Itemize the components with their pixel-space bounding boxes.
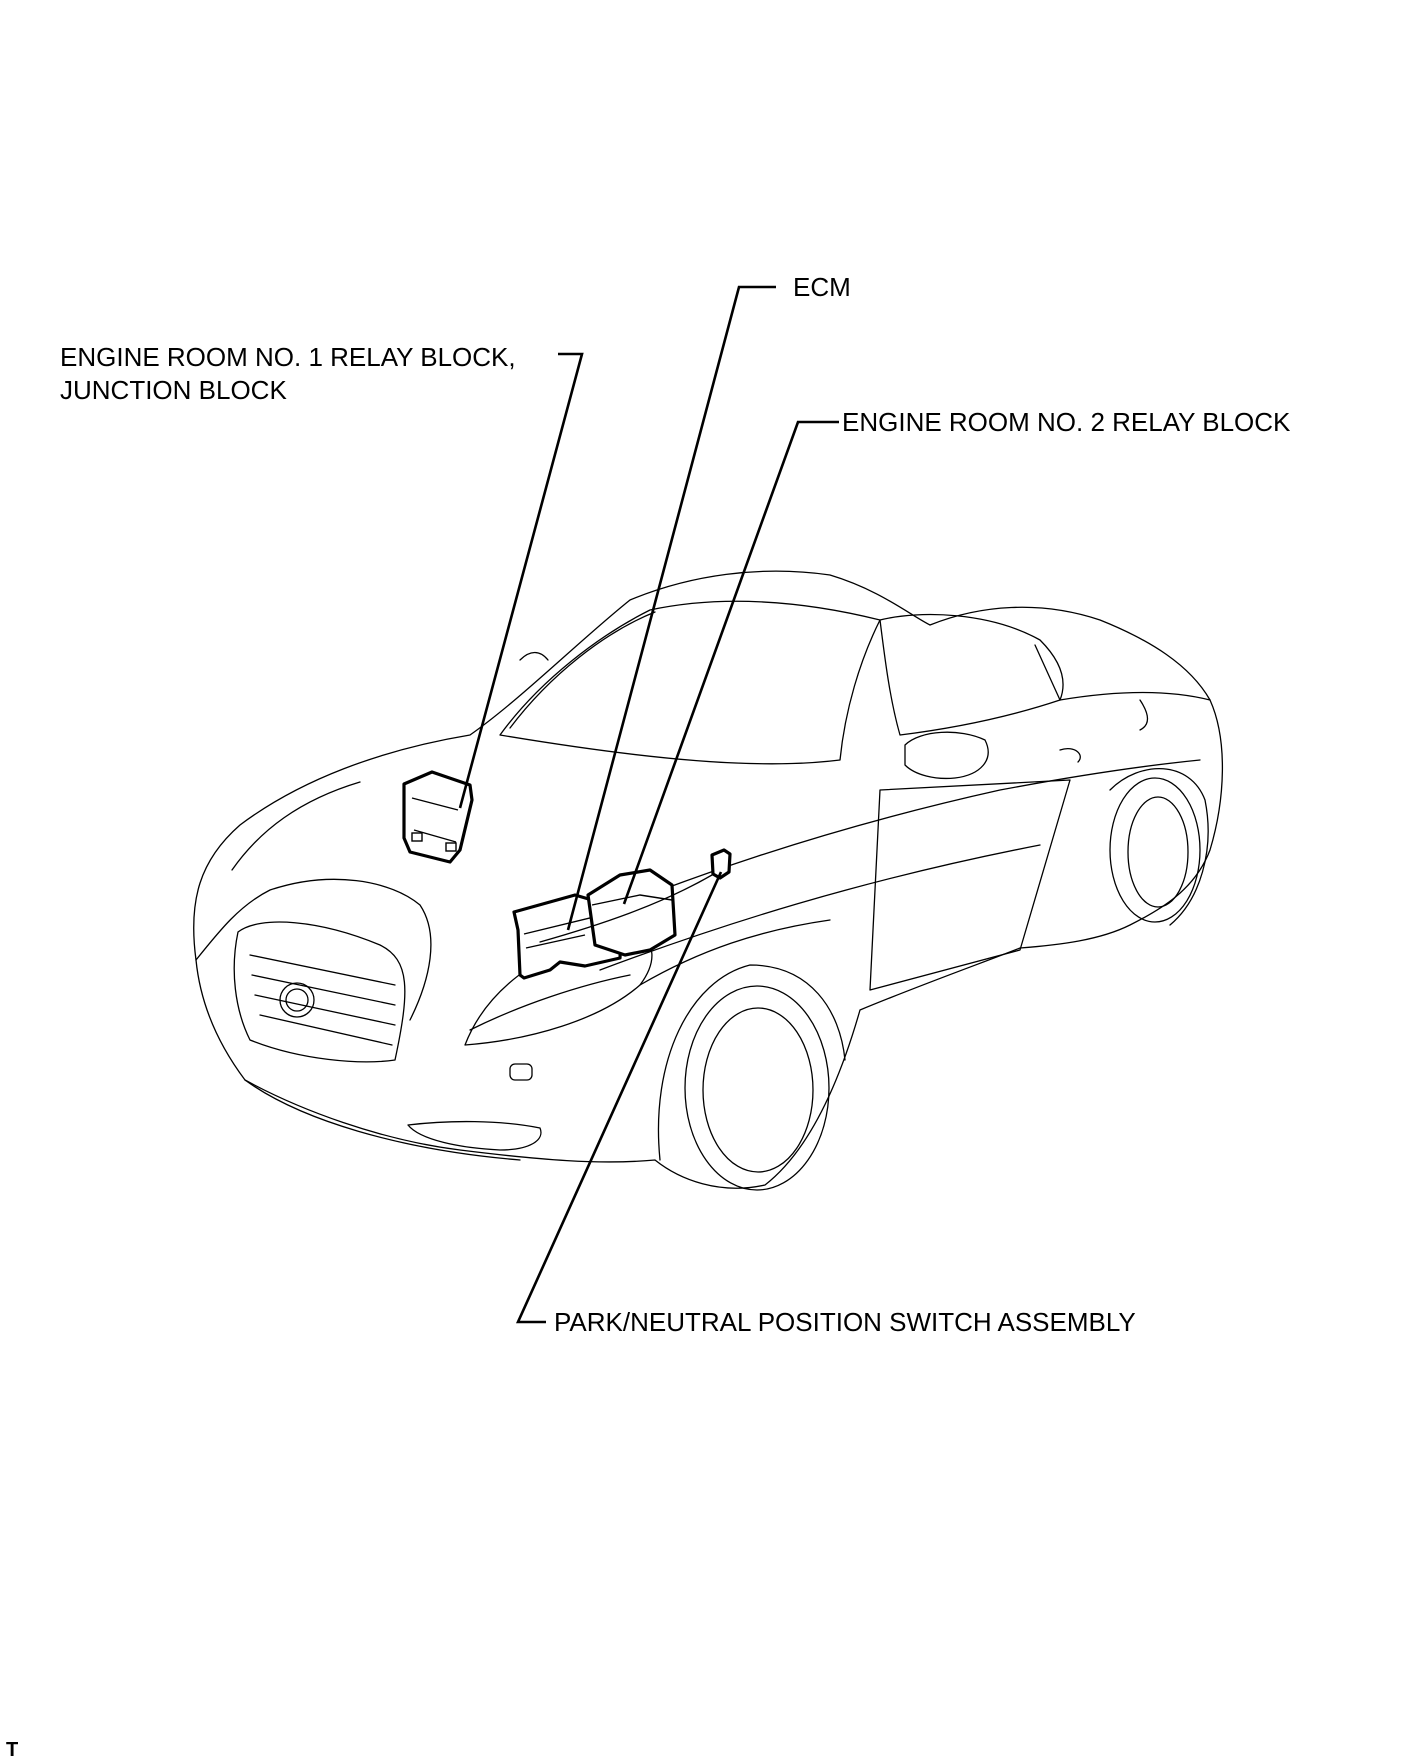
corner-mark: T (6, 1739, 18, 1761)
wire-harness (539, 874, 713, 943)
relay-block-1-component (402, 770, 474, 864)
pnp-switch-component (710, 848, 732, 880)
leader-relay-block-1 (458, 352, 584, 809)
car-illustration (193, 570, 1224, 1191)
leader-relay-block-2 (622, 420, 839, 905)
label-relay-block-1-line1: ENGINE ROOM NO. 1 RELAY BLOCK, (60, 342, 516, 372)
label-pnp-switch: PARK/NEUTRAL POSITION SWITCH ASSEMBLY (554, 1307, 1136, 1337)
leader-pnp-switch (515, 871, 723, 1324)
label-relay-block-1-line2: JUNCTION BLOCK (60, 375, 287, 405)
leader-ecm (566, 285, 776, 931)
label-relay-block-2: ENGINE ROOM NO. 2 RELAY BLOCK (842, 407, 1291, 437)
label-ecm: ECM (793, 272, 851, 302)
